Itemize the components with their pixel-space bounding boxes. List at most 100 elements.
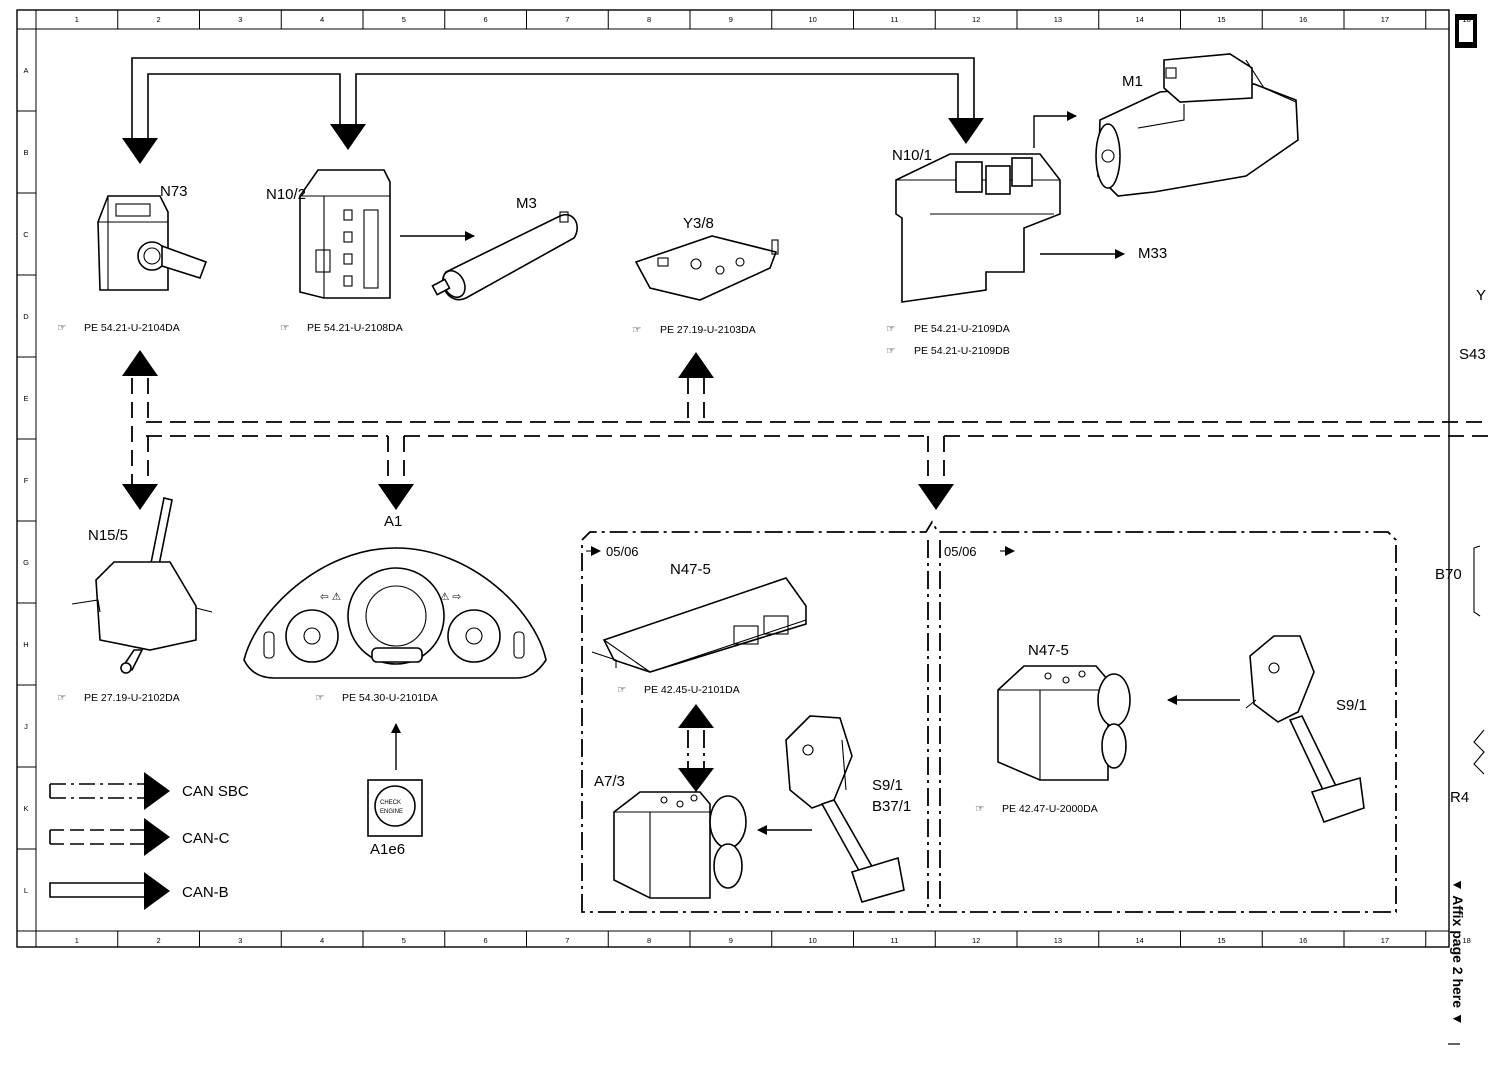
- svg-text:PE 54.21-U-2109DA: PE 54.21-U-2109DA: [914, 323, 1010, 335]
- grid-col-label: 8: [647, 15, 651, 24]
- a1-ref: ☞ PE 54.30-U-2101DA: [315, 692, 438, 704]
- ref-book-icon: ☞: [975, 803, 984, 815]
- brake-pedal-right-icon: [1245, 635, 1365, 824]
- right-box-date: 05/06: [944, 544, 977, 559]
- n73-ignition-switch-icon: [97, 195, 208, 291]
- svg-text:ENGINE: ENGINE: [380, 809, 403, 815]
- b70-edge-label: B70: [1435, 566, 1462, 583]
- ref-book-icon: ☞: [57, 322, 66, 334]
- grid-row-label: H: [23, 640, 28, 649]
- a1-label: A1: [384, 513, 402, 530]
- can-c-arrowheads: [122, 350, 954, 510]
- m3-label: M3: [516, 195, 537, 212]
- grid-col-label: 4: [320, 15, 324, 24]
- grid-col-label: 15: [1217, 15, 1225, 24]
- a7-3-label: A7/3: [594, 773, 625, 790]
- grid-row-label: C: [23, 230, 29, 239]
- can-b-top-bus: [131, 57, 975, 138]
- n47-5-right-ref: ☞ PE 42.47-U-2000DA: [975, 803, 1098, 815]
- grid-row-label: E: [23, 394, 28, 403]
- legend: CAN SBC CAN-C CAN-B: [49, 772, 249, 910]
- legend-can-sbc: CAN SBC: [49, 772, 249, 810]
- grid-col-label: 4: [320, 936, 324, 945]
- grid-row-label: G: [23, 558, 29, 567]
- can-sbc-boxes: [581, 520, 1397, 913]
- n10-1-label: N10/1: [892, 147, 932, 164]
- n73-ref: ☞ PE 54.21-U-2104DA: [57, 322, 180, 334]
- grid-col-label: 5: [402, 936, 406, 945]
- grid-col-label: 13: [1054, 15, 1062, 24]
- a1-instrument-cluster-icon: ⇦ ⚠ ⚠ ⇨: [243, 547, 547, 679]
- hardwire-arrows: [391, 111, 1240, 835]
- legend-arrow-icon: [144, 818, 170, 856]
- ref-book-icon: ☞: [617, 684, 626, 696]
- grid-row-label: J: [24, 722, 28, 731]
- b37-1-label: B37/1: [872, 798, 911, 815]
- grid-col-label: 13: [1054, 936, 1062, 945]
- m1-label: M1: [1122, 73, 1143, 90]
- r4-edge-label: R4: [1450, 789, 1469, 806]
- grid-col-label: 6: [484, 15, 488, 24]
- can-b-arrowheads: [122, 118, 984, 164]
- n47-5-right-hydraulic-unit-icon: [997, 665, 1131, 781]
- n10-1-ref-1: ☞ PE 54.21-U-2109DA: [886, 323, 1010, 335]
- grid-col-label: 8: [647, 936, 651, 945]
- legend-arrow-icon: [144, 872, 170, 910]
- a1e6-label: A1e6: [370, 841, 405, 858]
- m1-starter-motor-icon: [1095, 53, 1299, 197]
- grid-row-label: L: [24, 886, 28, 895]
- y3-8-ref: ☞ PE 27.19-U-2103DA: [632, 324, 756, 336]
- grid-col-label: 12: [972, 15, 980, 24]
- svg-text:PE 54.21-U-2104DA: PE 54.21-U-2104DA: [84, 322, 180, 334]
- svg-text:PE 54.21-U-2108DA: PE 54.21-U-2108DA: [307, 322, 403, 334]
- grid-col-label: 17: [1381, 936, 1389, 945]
- grid-col-label: 1: [75, 936, 79, 945]
- s9-1-right-label: S9/1: [1336, 697, 1367, 714]
- svg-text:CHECK: CHECK: [380, 800, 401, 806]
- svg-text:CAN-B: CAN-B: [182, 884, 229, 901]
- grid-col-label: 11: [890, 15, 898, 24]
- grid-col-label: 9: [729, 15, 733, 24]
- grid-row-label: D: [23, 312, 29, 321]
- svg-text:PE 42.47-U-2000DA: PE 42.47-U-2000DA: [1002, 803, 1098, 815]
- n47-5-left-label: N47-5: [670, 561, 711, 578]
- y3-8-valve-body-icon: [634, 235, 779, 301]
- grid-col-label: 3: [238, 936, 242, 945]
- legend-can-c: CAN-C: [49, 818, 230, 856]
- n47-5-right-label: N47-5: [1028, 642, 1069, 659]
- legend-can-b: CAN-B: [49, 872, 229, 910]
- n15-5-label: N15/5: [88, 527, 128, 544]
- turn-left-indicator-icon: ⇦ ⚠: [320, 591, 342, 603]
- svg-text:PE 27.19-U-2102DA: PE 27.19-U-2102DA: [84, 692, 180, 704]
- svg-text:PE 42.45-U-2101DA: PE 42.45-U-2101DA: [644, 684, 740, 696]
- n10-1-ref-2: ☞ PE 54.21-U-2109DB: [886, 345, 1010, 357]
- m3-fuel-pump-icon: [431, 211, 578, 301]
- grid-col-label: 6: [484, 936, 488, 945]
- svg-text:PE 27.19-U-2103DA: PE 27.19-U-2103DA: [660, 324, 756, 336]
- grid-col-label: 16: [1299, 936, 1307, 945]
- grid-col-label: 10: [808, 15, 816, 24]
- ref-book-icon: ☞: [315, 692, 324, 704]
- turn-right-indicator-icon: ⚠ ⇨: [440, 591, 461, 603]
- grid-col-label: 5: [402, 15, 406, 24]
- grid-col-label: 10: [808, 936, 816, 945]
- svg-text:CAN SBC: CAN SBC: [182, 783, 249, 800]
- n47-5-left-esp-module-icon: [591, 577, 807, 673]
- svg-text:PE 54.21-U-2109DB: PE 54.21-U-2109DB: [914, 345, 1010, 357]
- brake-pedal-left-icon: [785, 715, 905, 903]
- legend-arrow-icon: [144, 772, 170, 810]
- svg-text:CAN-C: CAN-C: [182, 830, 230, 847]
- ref-book-icon: ☞: [886, 323, 895, 335]
- grid-col-label: 2: [157, 15, 161, 24]
- grid-col-label: 12: [972, 936, 980, 945]
- grid-ticks: [17, 10, 1427, 947]
- grid-col-label: 3: [238, 15, 242, 24]
- m33-label: M33: [1138, 245, 1167, 262]
- ref-book-icon: ☞: [632, 324, 641, 336]
- grid-row-label: K: [23, 804, 28, 813]
- n15-5-ref: ☞ PE 27.19-U-2102DA: [57, 692, 180, 704]
